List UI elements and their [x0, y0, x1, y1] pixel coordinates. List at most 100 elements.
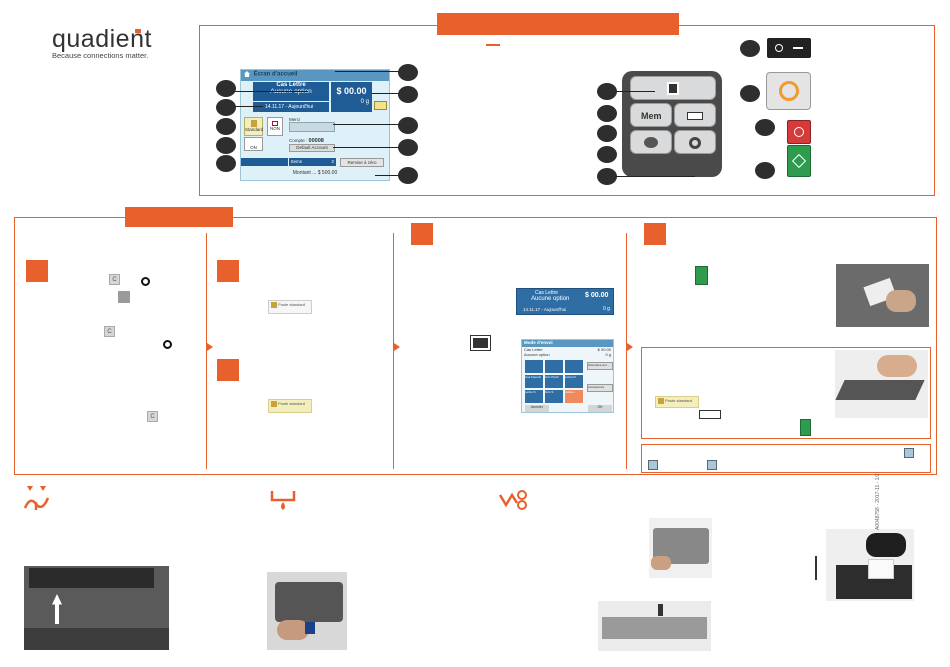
note-panel	[641, 444, 931, 473]
home-screen-title: Écran d'accueil	[253, 71, 298, 78]
steps-title-bar	[125, 207, 233, 227]
profile-thumbnail[interactable]: Poste standard	[655, 396, 699, 408]
default-account[interactable]: Default Account	[289, 144, 335, 152]
mode-tile[interactable]: Gris Pinch	[545, 375, 563, 388]
callout-line-6	[333, 147, 405, 148]
reset-button[interactable]: Remise à zéro	[340, 158, 384, 167]
machine-shape	[275, 582, 343, 622]
mode-tile[interactable]: Lettre R	[565, 375, 583, 388]
hand-shape	[877, 355, 917, 377]
cartridge-shape	[305, 622, 315, 634]
mode-side-button[interactable]: Historique du l...	[587, 362, 613, 370]
stamp-icon	[272, 121, 278, 126]
callout-badge	[398, 139, 418, 156]
items-value: 2	[331, 159, 334, 164]
stamp-icon	[271, 302, 277, 308]
mode-tile[interactable]	[545, 360, 563, 373]
label-key[interactable]	[674, 103, 716, 127]
stamp-key[interactable]	[630, 76, 716, 100]
callout-badge	[597, 125, 617, 142]
mode-tile[interactable]	[565, 360, 583, 373]
profile-thumbnail[interactable]: Poste standard	[268, 399, 312, 413]
amount-value: $ 00.00	[336, 86, 367, 96]
small-screen: Cas Lettre Aucune option 14.11.17 - Aujo…	[516, 288, 614, 315]
mode-tile[interactable]: Lettre S	[525, 390, 543, 403]
ink-key[interactable]	[630, 130, 672, 154]
power-icon	[141, 277, 150, 286]
mode-side-button[interactable]: Accessoires	[587, 384, 613, 392]
mode-screen-header: Mode d'envoi	[522, 340, 613, 347]
non-tile[interactable]: NON	[267, 117, 283, 136]
feeding-photo	[836, 264, 929, 327]
small-mail-class: Cas Lettre	[535, 290, 559, 296]
mode-cancel-button[interactable]: Annuler	[525, 405, 549, 412]
callout-line-3	[335, 71, 405, 72]
arrow-right-icon	[486, 44, 500, 46]
account-panel[interactable]: Compte : 00008 Default Account	[289, 138, 339, 156]
callout-badge	[398, 167, 418, 184]
machine-shape	[602, 617, 707, 639]
callout-line-5	[333, 124, 405, 125]
callout-badge	[216, 99, 236, 116]
label-key-icon	[699, 410, 721, 419]
mode-row: Cas Lettre $ 00.00	[522, 347, 613, 352]
callout-line-1	[228, 91, 308, 92]
on-tile[interactable]: ON	[244, 137, 263, 151]
paper-stack	[868, 559, 894, 579]
compte-value: 00008	[308, 138, 324, 144]
merci-field[interactable]	[289, 122, 335, 132]
mode-tile[interactable]: Autres...	[565, 390, 583, 403]
steps-panel	[14, 217, 937, 475]
merci-label: Merci	[289, 117, 300, 122]
maintenance-icon	[498, 489, 528, 511]
hand-shape	[886, 290, 916, 312]
mode-tile[interactable]: Cas Favoris	[525, 375, 543, 388]
callout-badge	[740, 40, 760, 57]
maintenance-icon	[707, 460, 717, 470]
hand-shape	[866, 533, 906, 557]
stamp-key-icon	[470, 335, 491, 351]
tray-photo	[826, 529, 914, 601]
profile-thumbnail[interactable]: Poste standard	[268, 300, 312, 314]
maintenance-icon	[904, 448, 914, 458]
start-icon	[791, 153, 807, 169]
callout-badge	[740, 85, 760, 102]
ink-icon	[644, 137, 658, 148]
step-marker	[644, 223, 666, 245]
brand-tagline: Because connections matter.	[52, 51, 149, 60]
mode-tile[interactable]	[525, 360, 543, 373]
power-switch[interactable]	[767, 38, 811, 58]
date-box[interactable]: 14.11.17 - Aujourd'hui	[253, 102, 329, 112]
standby-button[interactable]	[766, 72, 811, 110]
callout-line-2	[228, 106, 263, 107]
logo-accent	[135, 29, 141, 33]
settings-key[interactable]	[674, 130, 716, 154]
mail-class: Cas Lettre	[276, 82, 306, 88]
stop-button[interactable]	[787, 120, 811, 144]
machine-open-photo	[24, 566, 169, 650]
label-photo	[835, 350, 928, 418]
start-button[interactable]	[787, 145, 811, 177]
step-marker	[217, 359, 239, 381]
callout-badge	[398, 86, 418, 103]
callout-badge	[216, 137, 236, 154]
start-icon	[800, 419, 811, 436]
clean-photo-2	[598, 601, 711, 651]
envelope-icon[interactable]	[374, 101, 387, 110]
callout-line-4	[372, 93, 405, 94]
memory-key[interactable]: Mem	[630, 103, 672, 127]
power-icon	[779, 81, 799, 101]
brand-name: quadient	[52, 25, 152, 53]
column-divider	[206, 233, 207, 469]
stop-icon	[794, 127, 804, 137]
mode-tile[interactable]: Gris S	[545, 390, 563, 403]
stamp-icon	[658, 398, 664, 404]
mode-tile-grid: Cas Favoris Gris Pinch Lettre R Lettre S…	[525, 360, 585, 404]
step-marker	[26, 260, 48, 282]
merci-panel[interactable]: Merci	[289, 117, 336, 137]
thumb-label: Poste standard	[278, 302, 306, 308]
mode-screen: Mode d'envoi Cas Lettre $ 00.00 Aucune o…	[521, 339, 614, 413]
profile-tile[interactable]: Standard	[244, 117, 263, 136]
mode-ok-button[interactable]: OK	[588, 405, 612, 412]
small-amount: $ 00.00	[585, 292, 609, 299]
